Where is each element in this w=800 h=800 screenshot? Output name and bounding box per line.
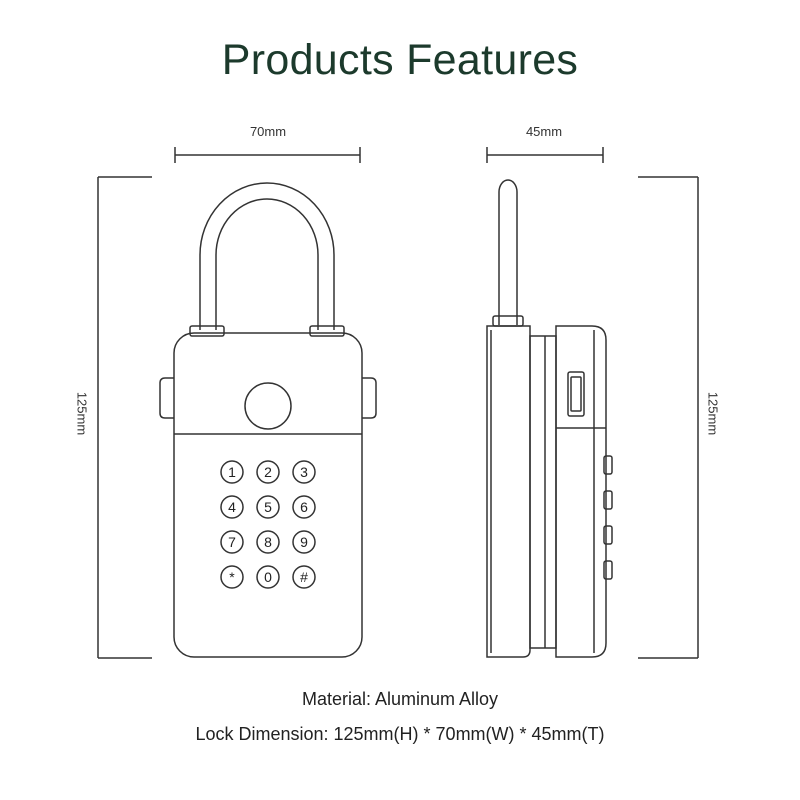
height-dimension-line-front — [97, 176, 152, 659]
keypad-key-7 — [220, 530, 244, 554]
thickness-dimension-line — [486, 147, 604, 163]
keypad-key-label: # — [300, 569, 308, 585]
shackle — [199, 182, 335, 330]
keypad-key-label: 7 — [228, 534, 236, 550]
material-spec: Material: Aluminum Alloy — [301, 689, 499, 709]
page-title: Products Features — [221, 36, 579, 84]
keypad-key-4 — [220, 495, 244, 519]
keypad-key-label: 3 — [300, 464, 308, 480]
keypad-key-label: 5 — [264, 499, 272, 515]
keypad-key-label: 4 — [228, 499, 236, 515]
keypad-key-1 — [220, 460, 244, 484]
keypad-key-6 — [292, 495, 316, 519]
keypad-key-8 — [256, 530, 280, 554]
keypad-key-label: 2 — [264, 464, 272, 480]
keypad-key-label: 6 — [300, 499, 308, 515]
keypad-key-star — [220, 565, 244, 589]
keypad-key-5 — [256, 495, 280, 519]
keypad-key-hash — [292, 565, 316, 589]
keypad-key-label: 1 — [228, 464, 236, 480]
lock-side-view — [486, 179, 613, 658]
keypad-key-2 — [256, 460, 280, 484]
height-dimension-line-side — [638, 176, 699, 659]
width-dimension-line — [174, 147, 361, 163]
keypad-key-label: 9 — [300, 534, 308, 550]
fingerprint-sensor — [244, 382, 292, 430]
keypad-key-label: 8 — [264, 534, 272, 550]
keypad-key-0 — [256, 565, 280, 589]
keypad-key-3 — [292, 460, 316, 484]
keypad-key-label: * — [229, 569, 235, 585]
keypad: 1 2 3 4 5 6 7 8 9 * 0 # — [220, 460, 316, 589]
keypad-key-label: 0 — [264, 569, 272, 585]
thickness-dimension-label: 45mm — [525, 124, 563, 139]
lock-body — [173, 332, 363, 658]
keypad-key-9 — [292, 530, 316, 554]
lock-front-view: 1 2 3 4 5 6 7 8 9 * 0 # — [159, 182, 377, 658]
width-dimension-label: 70mm — [249, 124, 287, 139]
shackle-side — [498, 179, 518, 325]
dimension-spec: Lock Dimension: 125mm(H) * 70mm(W) * 45m… — [195, 724, 605, 744]
